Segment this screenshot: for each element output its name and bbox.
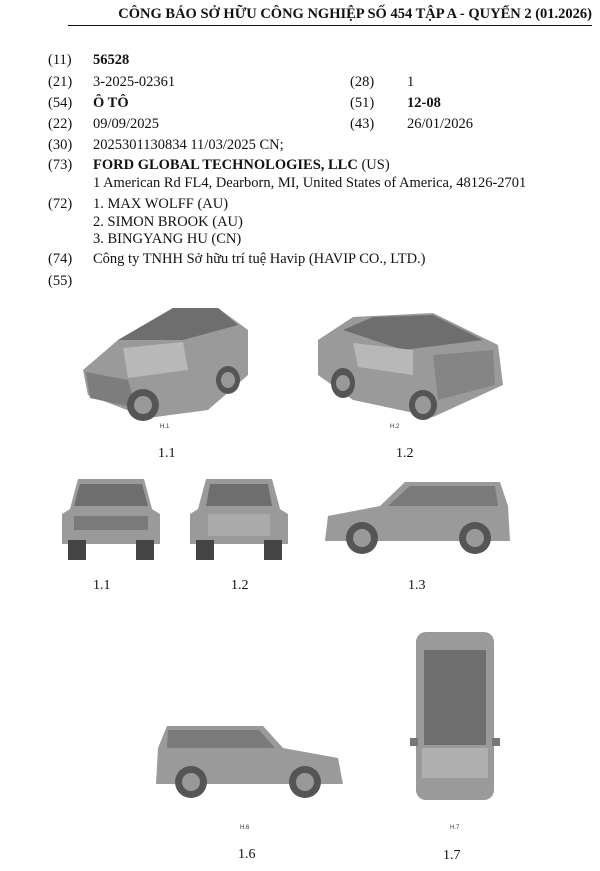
publication-date: 26/01/2026 [407, 116, 474, 132]
figure-label: H.2 [390, 424, 400, 430]
inventor: 2. SIMON BROOK (AU) [93, 214, 243, 230]
field-code: (73) [48, 157, 73, 173]
figure-caption: 1.1 [158, 446, 176, 461]
inventor: 3. BINGYANG HU (CN) [93, 231, 242, 247]
car-side-view-left-image [156, 726, 343, 798]
field-code: (30) [48, 137, 73, 153]
car-top-view-image [410, 632, 500, 800]
field-code: (74) [48, 251, 73, 267]
figure-caption: 1.2 [396, 446, 414, 461]
field-code: (51) [350, 95, 375, 111]
locarno-class: 12-08 [407, 95, 441, 111]
figure-label: H.1 [160, 424, 170, 430]
filing-date: 09/09/2025 [93, 116, 160, 132]
car-front-view-image [62, 479, 160, 560]
design-title: Ô TÔ [93, 95, 129, 111]
field-code: (11) [48, 52, 72, 68]
gazette-header: CÔNG BÁO SỞ HỮU CÔNG NGHIỆP SỐ 454 TẬP A… [68, 6, 592, 26]
figure-caption: 1.7 [443, 848, 461, 863]
car-rear-three-quarter-image [318, 313, 503, 420]
field-code: (54) [48, 95, 73, 111]
figure-caption: 1.2 [231, 578, 249, 593]
owner-address: 1 American Rd FL4, Dearborn, MI, United … [93, 175, 527, 191]
figure-label: H.7 [450, 825, 460, 831]
registration-number: 56528 [93, 52, 130, 68]
field-code: (55) [48, 273, 73, 289]
owner-name: FORD GLOBAL TECHNOLOGIES, LLC [93, 157, 358, 173]
priority: 2025301130834 11/03/2025 CN; [93, 137, 284, 153]
field-code: (22) [48, 116, 73, 132]
agent: Công ty TNHH Sở hữu trí tuệ Havip (HAVIP… [93, 251, 426, 267]
car-rear-view-image [190, 479, 288, 560]
owner-country: (US) [357, 157, 390, 173]
field-code: (43) [350, 116, 375, 132]
figure-caption: 1.1 [93, 578, 111, 593]
inventor: 1. MAX WOLFF (AU) [93, 196, 229, 212]
design-count: 1 [407, 74, 415, 90]
field-code: (21) [48, 74, 73, 90]
application-number: 3-2025-02361 [93, 74, 176, 90]
figure-label: H.6 [240, 825, 250, 831]
field-code: (28) [350, 74, 375, 90]
figure-caption: 1.3 [408, 578, 426, 593]
figure-caption: 1.6 [238, 847, 256, 862]
car-side-view-image [325, 482, 510, 554]
field-code: (72) [48, 196, 73, 212]
car-front-three-quarter-image [83, 308, 248, 421]
